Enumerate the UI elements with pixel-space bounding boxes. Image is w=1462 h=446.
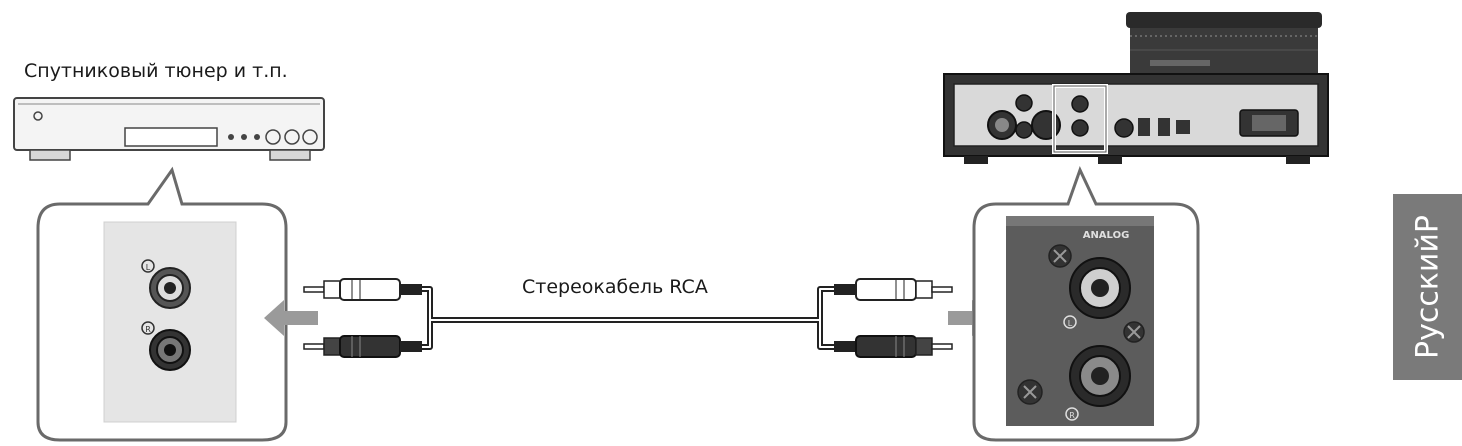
tuner-jacks-callout: L R (36, 166, 288, 442)
language-tab[interactable]: РусскийР (1393, 194, 1462, 380)
left-connection-arrow (264, 300, 318, 336)
tuner-l-mark: L (146, 263, 151, 272)
tuner-r-mark: R (145, 325, 151, 334)
left-rca-plugs (303, 278, 422, 358)
amp-r-mark: R (1069, 411, 1075, 420)
amp-r-marker (1065, 407, 1079, 421)
rca-stereo-cable (422, 286, 834, 350)
tuner-l-marker (141, 259, 155, 273)
analog-label: ANALOG (1083, 230, 1130, 241)
amplifier-jacks-callout: ANALOG L R (972, 166, 1200, 442)
tuner-jack-left (149, 267, 191, 309)
amp-jack-left (1069, 257, 1131, 319)
right-rca-plugs (834, 278, 953, 358)
tuner-r-marker (141, 321, 155, 335)
cable-label: Стереокабель RCA (522, 276, 708, 298)
tuner-jack-right (149, 329, 191, 371)
headphone-amplifier-device (943, 12, 1329, 164)
amp-l-marker (1063, 315, 1077, 329)
source-device-label: Спутниковый тюнер и т.п. (24, 60, 288, 82)
amp-l-mark: L (1068, 319, 1073, 328)
amp-jack-right (1069, 345, 1131, 407)
satellite-tuner-device (13, 97, 325, 161)
